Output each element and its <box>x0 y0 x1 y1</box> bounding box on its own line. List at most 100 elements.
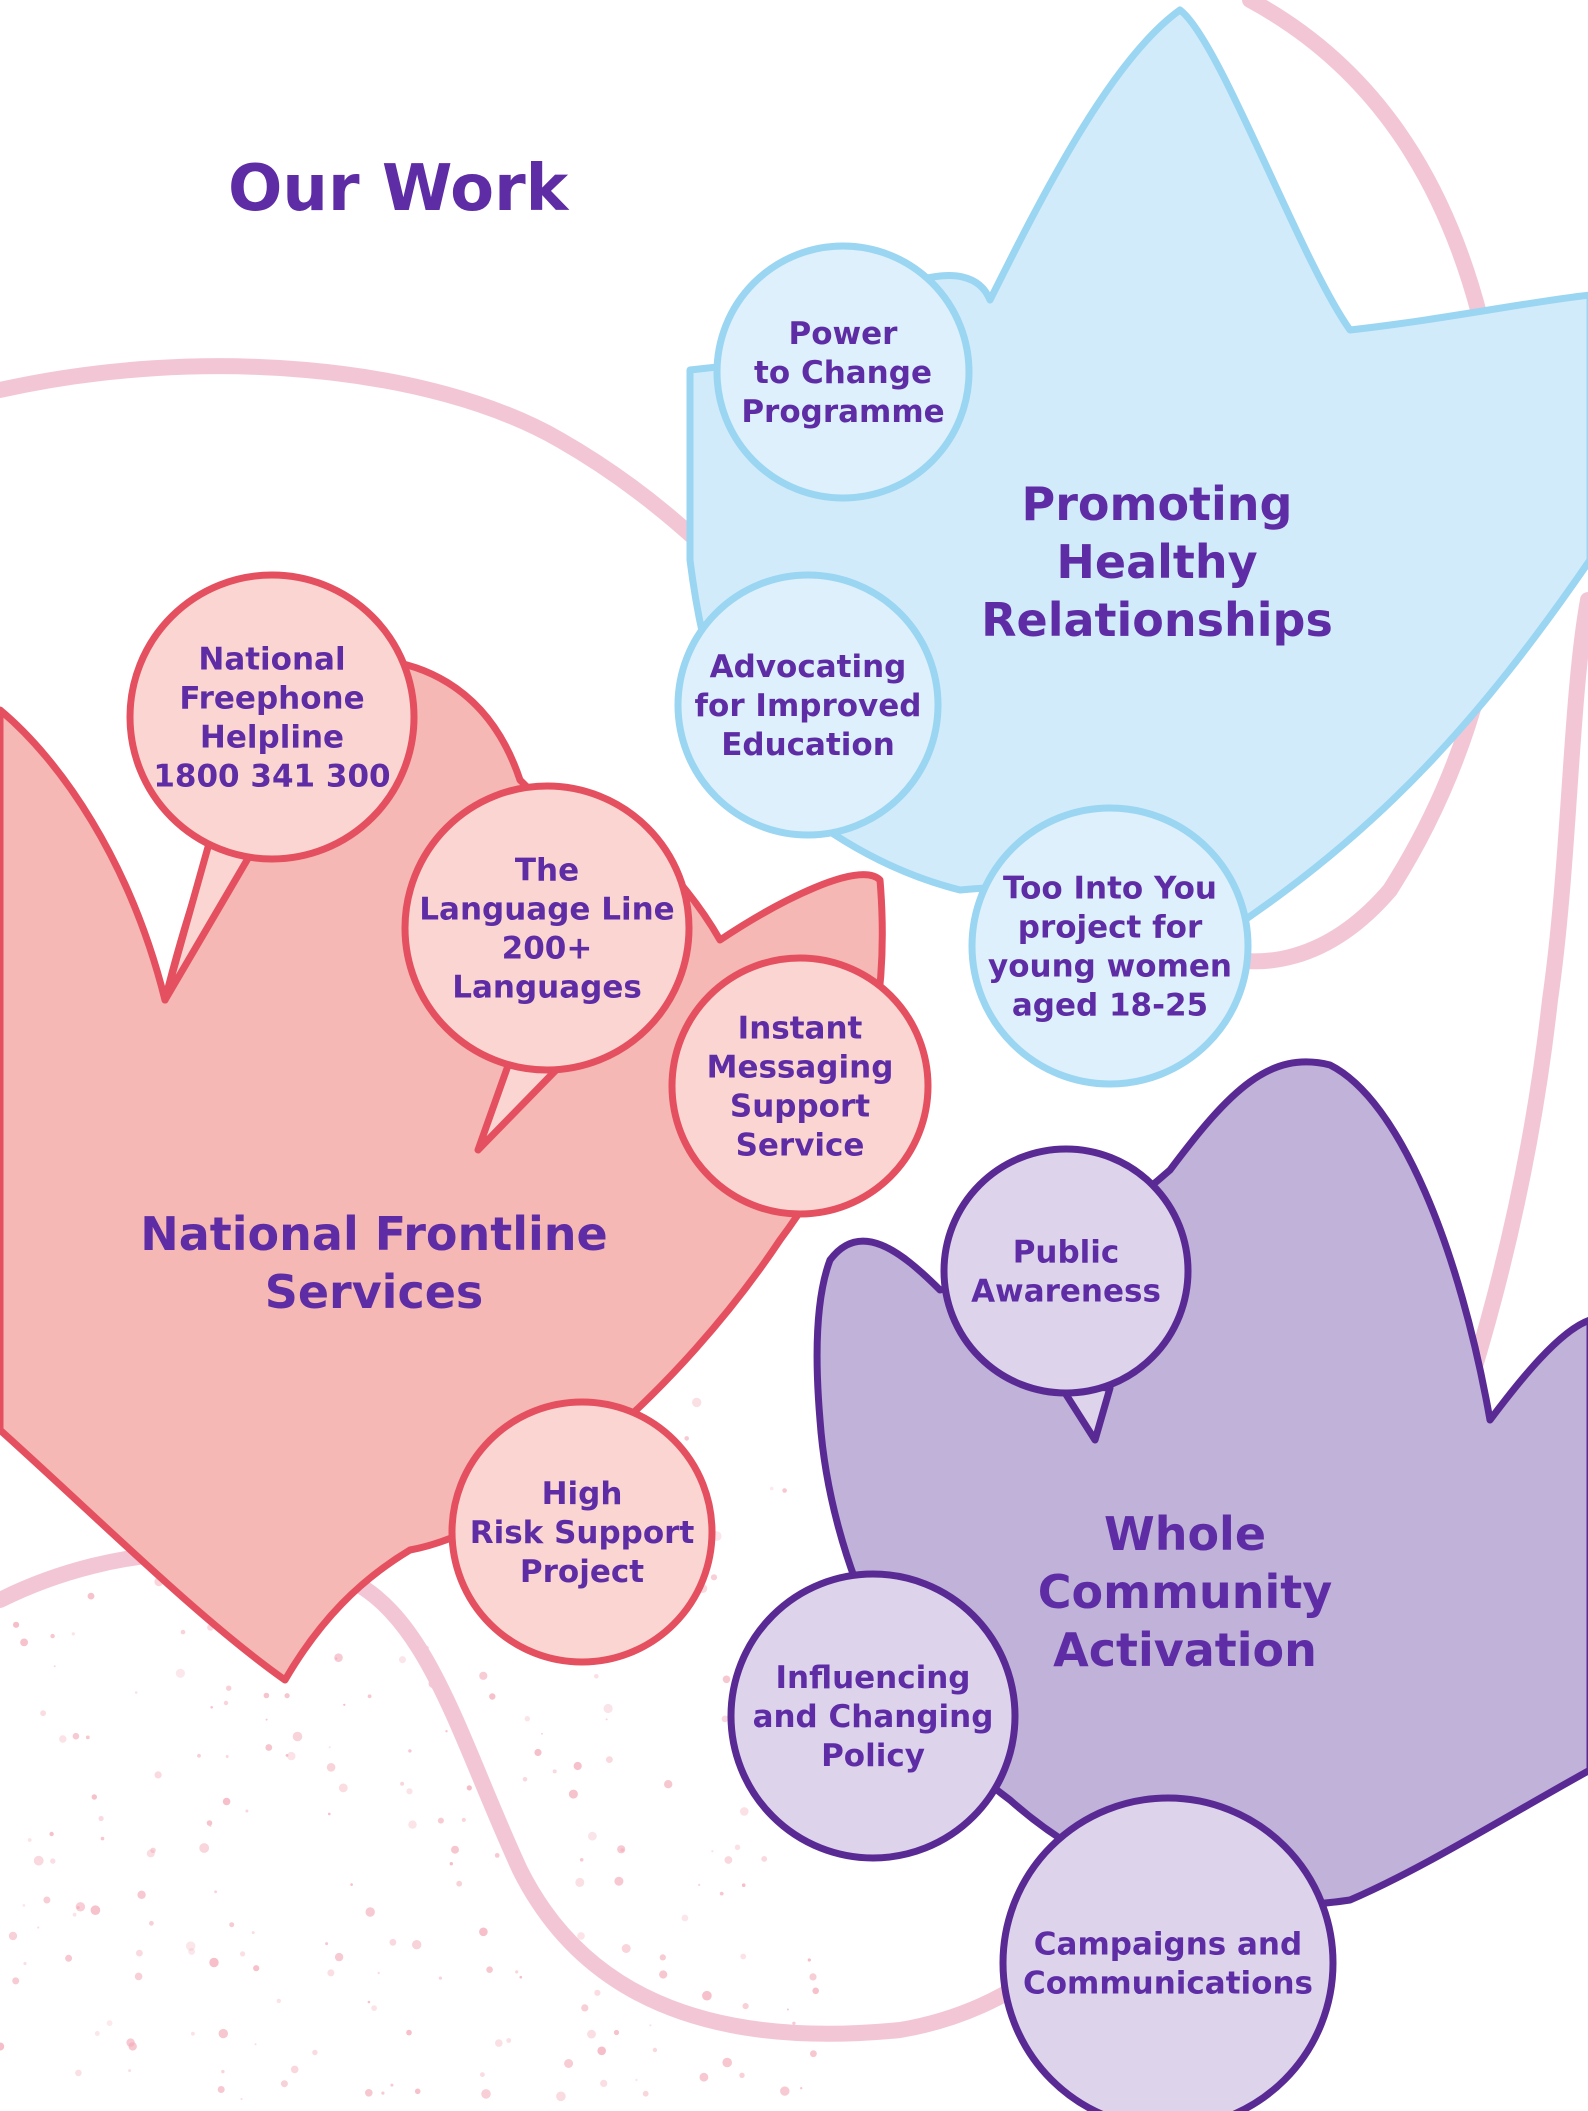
speckle-dot <box>71 1632 75 1636</box>
speckle-dot <box>22 1904 26 1907</box>
speckle-dot <box>568 1789 578 1799</box>
speckle-dot <box>136 1949 143 1957</box>
bubble-text-line: 1800 341 300 <box>153 759 390 795</box>
speckle-dot <box>699 2072 709 2082</box>
speckle-dot <box>594 1989 601 1996</box>
speckle-dot <box>75 1902 86 1912</box>
speckle-dot <box>711 1850 714 1853</box>
bubble-text-line: Freephone <box>179 681 364 717</box>
speckle-dot <box>769 1486 774 1491</box>
speckle-dot <box>681 1914 689 1922</box>
speckle-dot <box>292 1731 303 1742</box>
speckle-dot <box>222 1797 231 1806</box>
bubble-circle <box>401 782 693 1074</box>
speckle-dot <box>223 1700 229 1706</box>
speckle-dot <box>72 1732 80 1740</box>
speckle-dot <box>0 2042 5 2051</box>
speckle-dot <box>188 1948 196 1955</box>
speckle-dot <box>456 1880 463 1887</box>
speckle-dot <box>50 1858 56 1864</box>
bubble-text-line: 200+ <box>502 931 593 967</box>
speckle-dot <box>792 2021 796 2026</box>
speckle-dot <box>740 1807 749 1816</box>
bubble-text-line: Policy <box>821 1738 925 1774</box>
speckle-dot <box>494 1853 500 1858</box>
speckle-dot <box>326 1763 336 1772</box>
speckle-dot <box>489 1693 496 1700</box>
bubble-circle <box>668 954 932 1218</box>
speckle-dot <box>43 1896 51 1904</box>
speckle-dot <box>154 1771 162 1779</box>
speckle-dot <box>807 1958 811 1962</box>
speckle-dot <box>617 1845 626 1854</box>
speckle-dot <box>365 1907 375 1917</box>
bubble-circle <box>448 1398 716 1666</box>
speckle-dot <box>371 2005 377 2011</box>
speckle-dot <box>614 1876 624 1886</box>
speckle-dot <box>85 1735 90 1740</box>
speckle-dot <box>206 1820 213 1826</box>
speckle-dot <box>659 1954 666 1961</box>
speckle-dot <box>180 1629 186 1635</box>
speckle-dot <box>449 1862 453 1866</box>
speckle-dot <box>812 1987 819 1995</box>
speckle-dot <box>522 1777 528 1782</box>
speckle-dot <box>710 1574 718 1581</box>
bubble-circle <box>727 1570 1019 1862</box>
speckle-dot <box>740 1953 747 1960</box>
speckle-dot <box>390 2083 394 2087</box>
speckle-dot <box>659 1970 668 1979</box>
speckle-dot <box>87 1592 95 1600</box>
speckle-dot <box>556 2091 566 2102</box>
speckle-dot <box>59 1735 67 1743</box>
speckle-dot <box>587 2029 596 2039</box>
speckle-dot <box>276 1998 281 2004</box>
speckle-dot <box>23 1961 27 1966</box>
speckle-dot <box>739 2072 745 2078</box>
speckle-dot <box>377 1971 380 1975</box>
speckle-dot <box>552 1769 557 1774</box>
speckle-dot <box>719 1891 724 1896</box>
speckle-dot <box>642 2090 649 2097</box>
speckle-dot <box>229 1922 235 1928</box>
speckle-dot <box>350 1883 353 1886</box>
speckle-dot <box>734 1844 741 1851</box>
group-title-line: Services <box>265 1265 484 1319</box>
speckle-dot <box>20 1638 28 1647</box>
speckle-dot <box>209 1957 219 1968</box>
speckle-dot <box>334 1653 343 1662</box>
bubble-text-line: and Changing <box>753 1699 994 1735</box>
speckle-dot <box>652 2047 658 2053</box>
bubble-circle <box>713 242 973 502</box>
speckle-dot <box>72 1912 77 1917</box>
speckle-dot <box>461 1817 466 1822</box>
speckle-dot <box>479 1671 488 1680</box>
speckle-dot <box>603 1703 613 1714</box>
speckle-dot <box>328 1746 331 1749</box>
speckle-dot <box>8 1931 18 1941</box>
speckle-dot <box>13 1621 20 1628</box>
speckle-dot <box>334 1952 344 1962</box>
speckle-dot <box>280 2080 288 2088</box>
speckle-dot <box>210 1706 213 1709</box>
speckle-dot <box>702 1990 712 2001</box>
speckle-dot <box>265 1718 268 1721</box>
speckle-dot <box>481 2089 491 2099</box>
speckle-dot <box>588 1831 597 1841</box>
bubble-text-line: High <box>542 1476 623 1512</box>
speckle-dot <box>581 2004 589 2012</box>
bubble-text-line: Campaigns and <box>1034 1927 1302 1963</box>
group-title-line: Community <box>1038 1565 1332 1619</box>
bubble-circle <box>999 1794 1337 2111</box>
speckle-dot <box>245 1809 249 1813</box>
bubble-text-line: Languages <box>452 970 642 1006</box>
speckle-dot <box>406 2029 412 2036</box>
bubble-circle <box>674 571 942 839</box>
speckle-dot <box>327 1969 335 1977</box>
speckle-dot <box>437 1817 444 1824</box>
